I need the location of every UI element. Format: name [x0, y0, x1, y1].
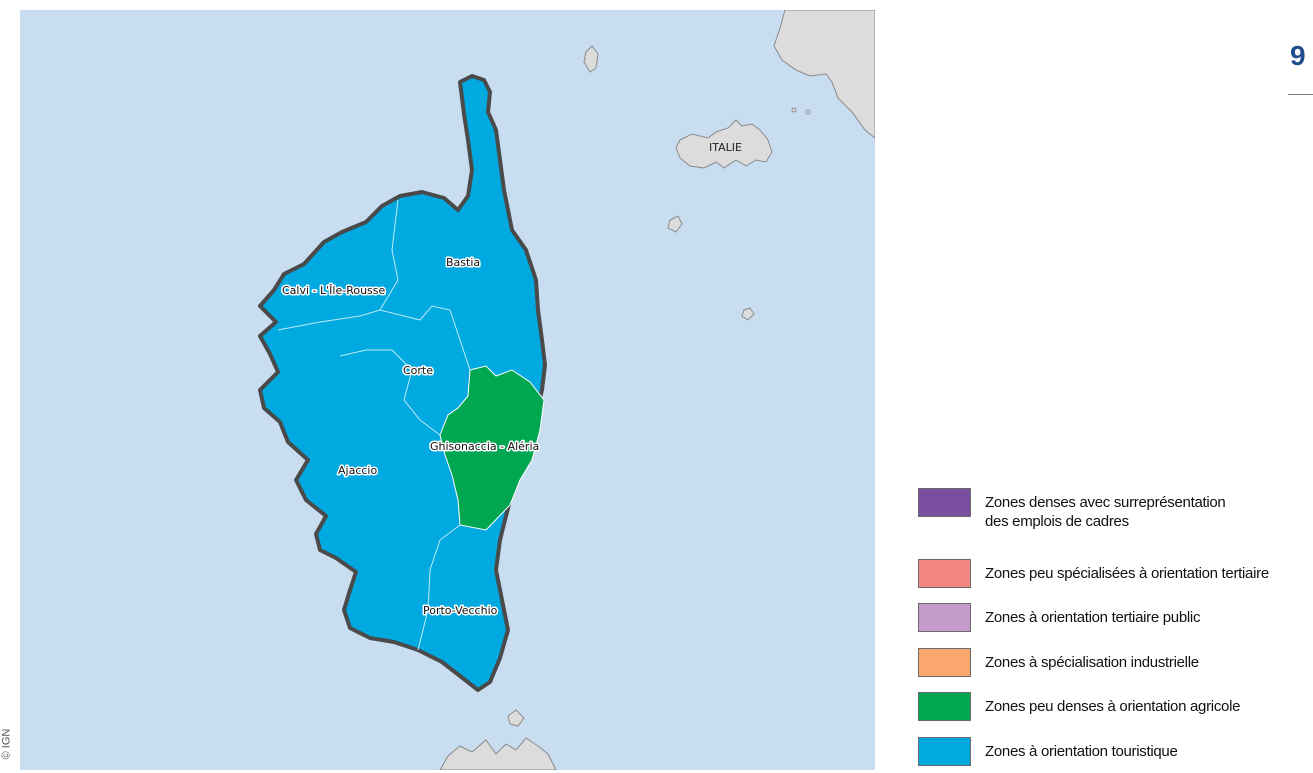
italian-coast	[773, 10, 875, 139]
map-panel: Bastia Calvi - L'Île-Rousse Corte Ghison…	[20, 10, 875, 770]
legend-item-touristique: Zones à orientation touristique	[918, 737, 1178, 766]
legend-label: Zones à orientation tertiaire public	[985, 609, 1201, 626]
legend-label: Zones à spécialisation industrielle	[985, 654, 1199, 671]
legend-swatch	[918, 737, 971, 766]
islet	[791, 107, 797, 113]
legend-label: Zones peu spécialisées à orientation ter…	[985, 565, 1269, 582]
pianosa-island	[667, 215, 683, 233]
legend-item-agricole: Zones peu denses à orientation agricole	[918, 692, 1240, 721]
legend-swatch	[918, 603, 971, 632]
legend-swatch	[918, 559, 971, 588]
zone-ghisonaccia-aleria	[439, 365, 545, 531]
legend-item-tertiaire-public: Zones à orientation tertiaire public	[918, 603, 1200, 632]
map-credit: © IGN	[0, 728, 13, 760]
legend-label: Zones peu denses à orientation agricole	[985, 698, 1241, 715]
city-label-ghisonaccia: Ghisonaccia - Aléria	[430, 440, 539, 453]
page-number-rule	[1288, 94, 1313, 95]
corsica-island	[258, 74, 547, 692]
legend-swatch	[918, 692, 971, 721]
legend-item-cadres: Zones denses avec surreprésentation des …	[918, 488, 1226, 531]
islet	[805, 109, 811, 115]
city-label-bastia: Bastia	[446, 256, 480, 269]
legend-label: Zones denses avec surreprésentation des …	[985, 494, 1226, 530]
capraia-island	[583, 45, 599, 73]
legend-swatch	[918, 488, 971, 517]
sardinia-coast	[439, 737, 557, 770]
elba-island	[675, 119, 773, 169]
legend-swatch	[918, 648, 971, 677]
islet	[507, 709, 525, 727]
legend-item-industrielle: Zones à spécialisation industrielle	[918, 648, 1199, 677]
city-label-corte: Corte	[403, 364, 433, 377]
legend-item-tertiaire: Zones peu spécialisées à orientation ter…	[918, 559, 1269, 588]
corsica-map: Bastia Calvi - L'Île-Rousse Corte Ghison…	[20, 10, 875, 770]
country-label-italie: ITALIE	[709, 141, 742, 154]
city-label-porto-vecchio: Porto-Vecchio	[423, 604, 498, 617]
montecristo-island	[741, 307, 755, 321]
city-label-calvi: Calvi - L'Île-Rousse	[282, 284, 386, 297]
page-number: 9	[1290, 40, 1306, 71]
zone-boundaries	[277, 199, 471, 651]
legend-label: Zones à orientation touristique	[985, 743, 1178, 760]
city-label-ajaccio: Ajaccio	[338, 464, 377, 477]
